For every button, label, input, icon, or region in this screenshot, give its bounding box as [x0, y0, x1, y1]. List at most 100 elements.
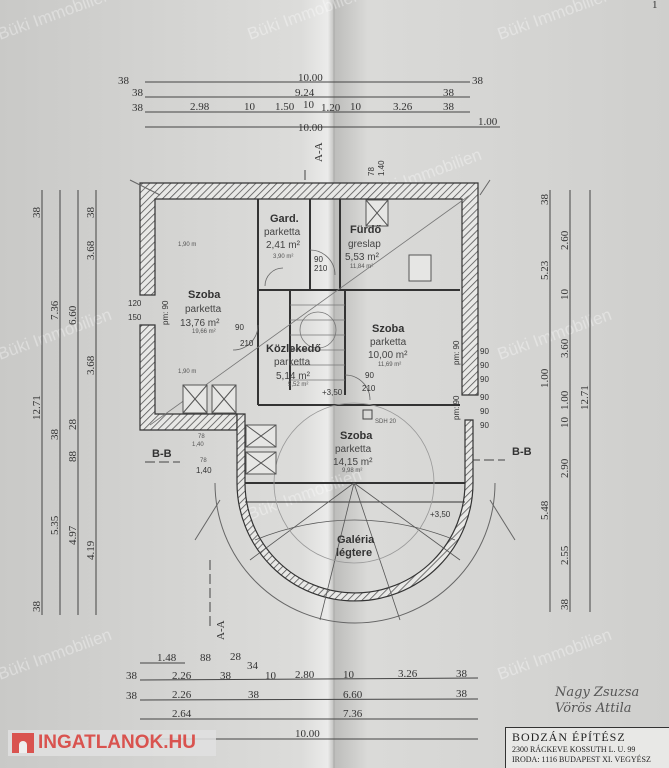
dim-right: 1.00 [559, 390, 571, 410]
dim-left: 88 [67, 451, 79, 463]
door-width: 90 [480, 393, 489, 402]
dim-bottom: 7.36 [343, 708, 363, 720]
door-width: 90 [480, 421, 489, 430]
section-bb-right: B-B [512, 446, 532, 458]
door-width: 90 [480, 347, 489, 356]
dim-top: 38 [443, 101, 455, 113]
dim-right: 5.23 [539, 260, 551, 280]
room-name: Fürdő [350, 224, 381, 236]
logo-text: INGATLANOK.HU [38, 732, 196, 753]
small-dim: 1,40 [192, 442, 204, 448]
dim-bottom: 38 [126, 670, 138, 682]
room-gard: Gard. parketta 2,41 m² 3,90 m² [264, 213, 301, 260]
window-dim: 150 [128, 313, 142, 322]
door-dim: 78 [367, 167, 376, 176]
room-subarea: 5,52 m² [288, 382, 308, 388]
dim-left: 5.35 [49, 515, 61, 535]
stamp-address: 2300 RÁCKEVE KOSSUTH L. U. 99 [512, 745, 636, 754]
dim-bottom: 10 [343, 669, 355, 681]
dim-bottom: 2.64 [172, 708, 192, 720]
room-floor: parketta [264, 227, 301, 238]
room-szoba-lower: Szoba parketta 14,15 m² 9,98 m² [333, 430, 373, 474]
window-pm: pm: 90 [452, 340, 461, 365]
dim-left: 3.68 [85, 240, 97, 260]
door-width: 90 [235, 323, 244, 332]
chimney-label: SDH 20 [375, 419, 397, 425]
dim-top: 10.00 [298, 72, 323, 84]
windows [182, 199, 432, 475]
door-height: 210 [314, 264, 328, 273]
room-area: 13,76 m² [180, 318, 220, 329]
room-name: Gard. [270, 213, 299, 225]
dim-right: 10 [559, 417, 571, 429]
dim-right: 2.60 [559, 230, 571, 250]
walls [129, 179, 516, 624]
dim-bottom: 2.26 [172, 689, 192, 701]
room-name: Szoba [340, 430, 373, 442]
dim-bottom: 38 [220, 670, 232, 682]
stamp-title: BODZÁN ÉPÍTÉSZ [512, 730, 626, 744]
top-dimensions [145, 81, 500, 128]
section-lines [145, 170, 505, 630]
bottom-dimensions [139, 662, 479, 740]
signature-line: Nagy Zsuzsa [555, 685, 640, 700]
section-bb-left: B-B [152, 448, 172, 460]
chimney-icon [362, 409, 373, 420]
right-dimensions [549, 190, 591, 612]
dim-left: 38 [31, 601, 43, 613]
door-swings [232, 249, 371, 401]
dim-top: 38 [132, 87, 144, 99]
room-area: 14,15 m² [333, 457, 373, 468]
dim-right: 2.55 [559, 545, 571, 565]
room-subarea: 3,90 m² [273, 254, 293, 260]
gallery-lines [249, 402, 461, 621]
dim-top: 1.00 [478, 116, 498, 128]
level-mark: +3,50 [322, 388, 343, 397]
signature-line: Vörös Attila [555, 701, 632, 716]
corner-mark: 1 [652, 0, 658, 11]
door-width: 90 [480, 407, 489, 416]
dim-left: 4.19 [85, 540, 97, 560]
dim-right: 10 [559, 289, 571, 301]
dim-left: 4.97 [67, 525, 79, 545]
dim-top: 10 [303, 99, 315, 111]
door-height: 210 [240, 339, 254, 348]
room-area: 5,53 m² [345, 252, 380, 263]
dim-top: 10 [350, 101, 362, 113]
dim-left: 7.36 [49, 300, 61, 320]
dim-right: 5.48 [539, 500, 551, 520]
dim-top: 3.26 [393, 101, 413, 113]
dim-top: 38 [443, 87, 455, 99]
dim-top: 2.98 [190, 101, 210, 113]
ingatlanok-logo[interactable]: INGATLANOK.HU [8, 730, 216, 756]
dim-right: 38 [539, 194, 551, 206]
partitions [245, 199, 465, 503]
small-dim: 1,40 [196, 466, 212, 475]
dim-left: 3.68 [85, 355, 97, 375]
dim-top: 10 [244, 101, 256, 113]
room-subarea: 9,98 m² [342, 468, 362, 474]
room-floor: légtere [336, 547, 372, 559]
dim-top: 10.00 [298, 122, 323, 134]
dim-bottom: 34 [247, 660, 259, 672]
dim-bottom: 6.60 [343, 689, 363, 701]
room-subarea: 11,84 m² [350, 264, 373, 270]
architect-stamp: BODZÁN ÉPÍTÉSZ 2300 RÁCKEVE KOSSUTH L. U… [505, 727, 669, 768]
stamp-office: IRODA: 1116 BUDAPEST XI. VEGYÉSZ [512, 755, 651, 764]
dim-bottom: 1.48 [157, 652, 177, 664]
room-area: 10,00 m² [368, 350, 408, 361]
gallery-void: Galéria légtere [336, 534, 375, 559]
room-subarea: 19,66 m² [192, 329, 216, 335]
door-height: 210 [362, 384, 376, 393]
section-aa-top: A-A [313, 142, 325, 162]
room-subarea: 11,69 m² [378, 362, 401, 368]
ceiling-height: 1,90 m [178, 242, 196, 248]
room-area: 2,41 m² [266, 240, 301, 251]
dim-right: 3.60 [559, 338, 571, 358]
dim-top: 38 [132, 102, 144, 114]
room-szoba-left: Szoba parketta 13,76 m² 19,66 m² [180, 289, 222, 335]
dim-left: 38 [85, 207, 97, 219]
door-width: 90 [480, 361, 489, 370]
dim-bottom: 28 [230, 651, 242, 663]
